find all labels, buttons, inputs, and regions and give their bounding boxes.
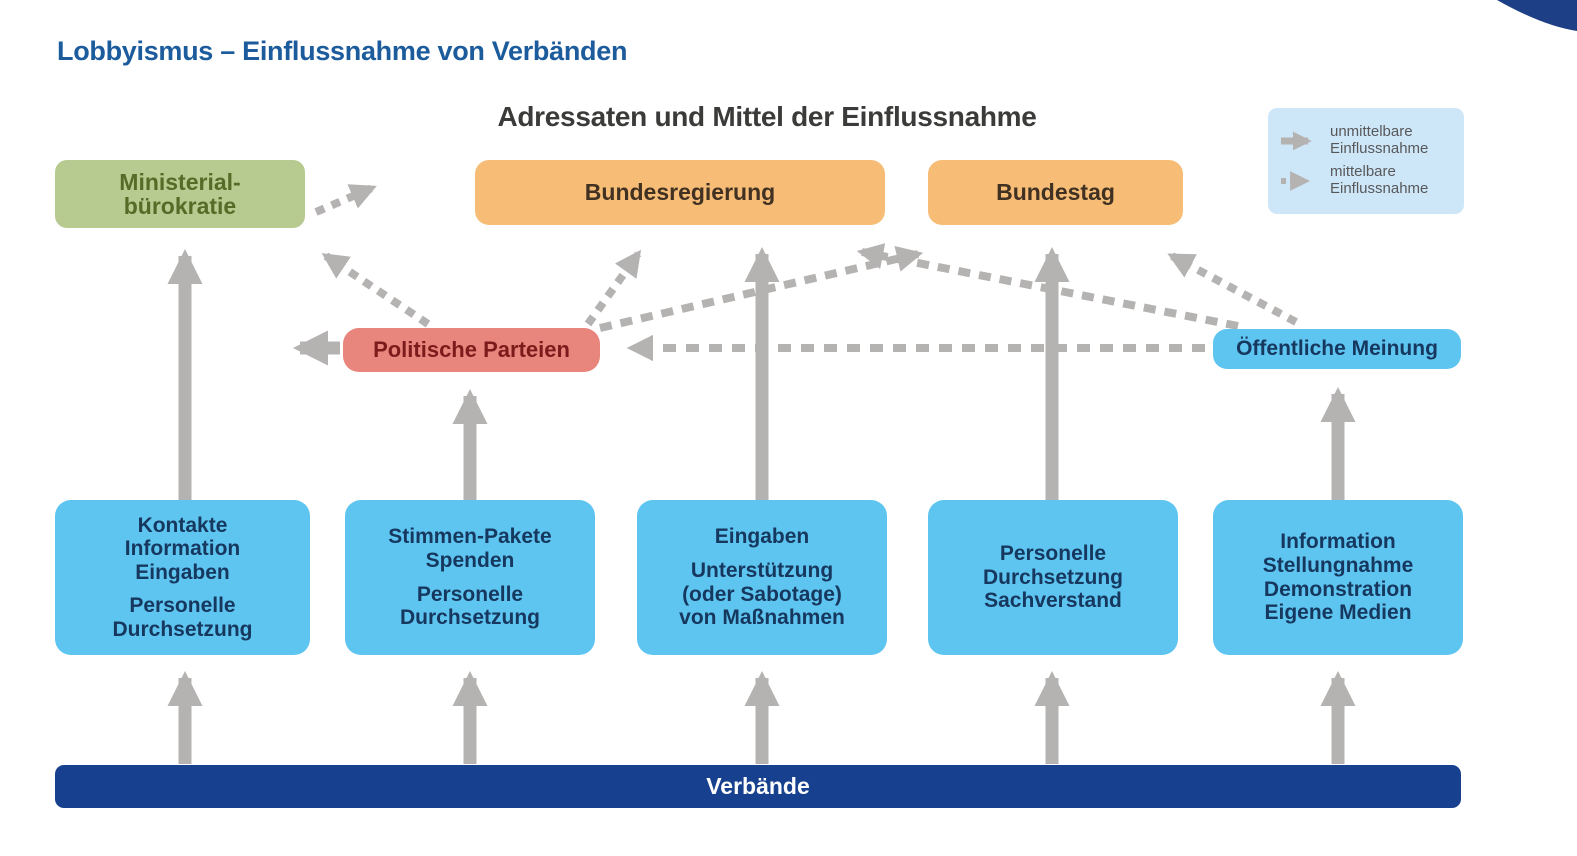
dashed-arrow-icon bbox=[1281, 170, 1310, 191]
means-text-group: Information Stellungnahme Demonstration … bbox=[1262, 530, 1414, 625]
means-box-information: Information Stellungnahme Demonstration … bbox=[1213, 500, 1463, 655]
dashed-arrow-meinung-to-bundesregierung bbox=[856, 243, 1239, 330]
node-politische-parteien: Politische Parteien bbox=[343, 328, 600, 372]
means-text-group: Personelle Durchsetzung bbox=[399, 582, 540, 630]
means-box-kontakte: Kontakte Information Eingaben Personelle… bbox=[55, 500, 310, 655]
node-verbaende: Verbände bbox=[55, 765, 1461, 808]
legend-item-unmittelbare: unmittelbare Einflussnahme bbox=[1268, 124, 1464, 158]
dashed-arrow-meinung-to-bundestag bbox=[1167, 252, 1298, 326]
means-text-group: Personelle Durchsetzung Sachverstand bbox=[982, 542, 1123, 613]
means-text-group: Unterstützung (oder Sabotage) von Maßnah… bbox=[679, 558, 845, 630]
node-bundesregierung: Bundesregierung bbox=[475, 160, 885, 225]
means-box-personelle: Personelle Durchsetzung Sachverstand bbox=[928, 500, 1178, 655]
node-bundestag: Bundestag bbox=[928, 160, 1183, 225]
legend-label-unmittelbare: unmittelbare Einflussnahme bbox=[1330, 123, 1429, 158]
means-box-stimmen: Stimmen-Pakete Spenden Personelle Durchs… bbox=[345, 500, 595, 655]
legend: unmittelbare Einflussnahme mittelbare Ei… bbox=[1268, 108, 1464, 214]
means-text-group: Personelle Durchsetzung bbox=[112, 594, 253, 641]
dashed-arrow-ministerialbuerokratie-to-bundesregierung bbox=[314, 184, 377, 216]
dashed-arrow-parteien-to-bundesregierung bbox=[584, 249, 642, 327]
page-corner-artifact bbox=[1497, 0, 1577, 31]
means-text-group: Eingaben bbox=[714, 525, 810, 549]
node-ministerialbuerokratie: Ministerial- bürokratie bbox=[55, 160, 305, 228]
legend-item-mittelbare: mittelbare Einflussnahme bbox=[1268, 163, 1464, 198]
page-title: Lobbyismus – Einflussnahme von Verbänden bbox=[57, 36, 628, 66]
means-text-group: Stimmen-Pakete Spenden bbox=[388, 525, 552, 572]
legend-label-mittelbare: mittelbare Einflussnahme bbox=[1330, 163, 1429, 197]
solid-arrow-icon bbox=[1281, 131, 1312, 151]
node-oeffentliche-meinung: Öffentliche Meinung bbox=[1213, 329, 1461, 369]
diagram-subtitle: Adressaten und Mittel der Einflussnahme bbox=[497, 101, 1037, 132]
means-box-eingaben: Eingaben Unterstützung (oder Sabotage) v… bbox=[637, 500, 887, 655]
dashed-arrow-parteien-to-ministerialbuerokratie bbox=[321, 252, 431, 328]
means-text-group: Kontakte Information Eingaben bbox=[124, 513, 241, 584]
